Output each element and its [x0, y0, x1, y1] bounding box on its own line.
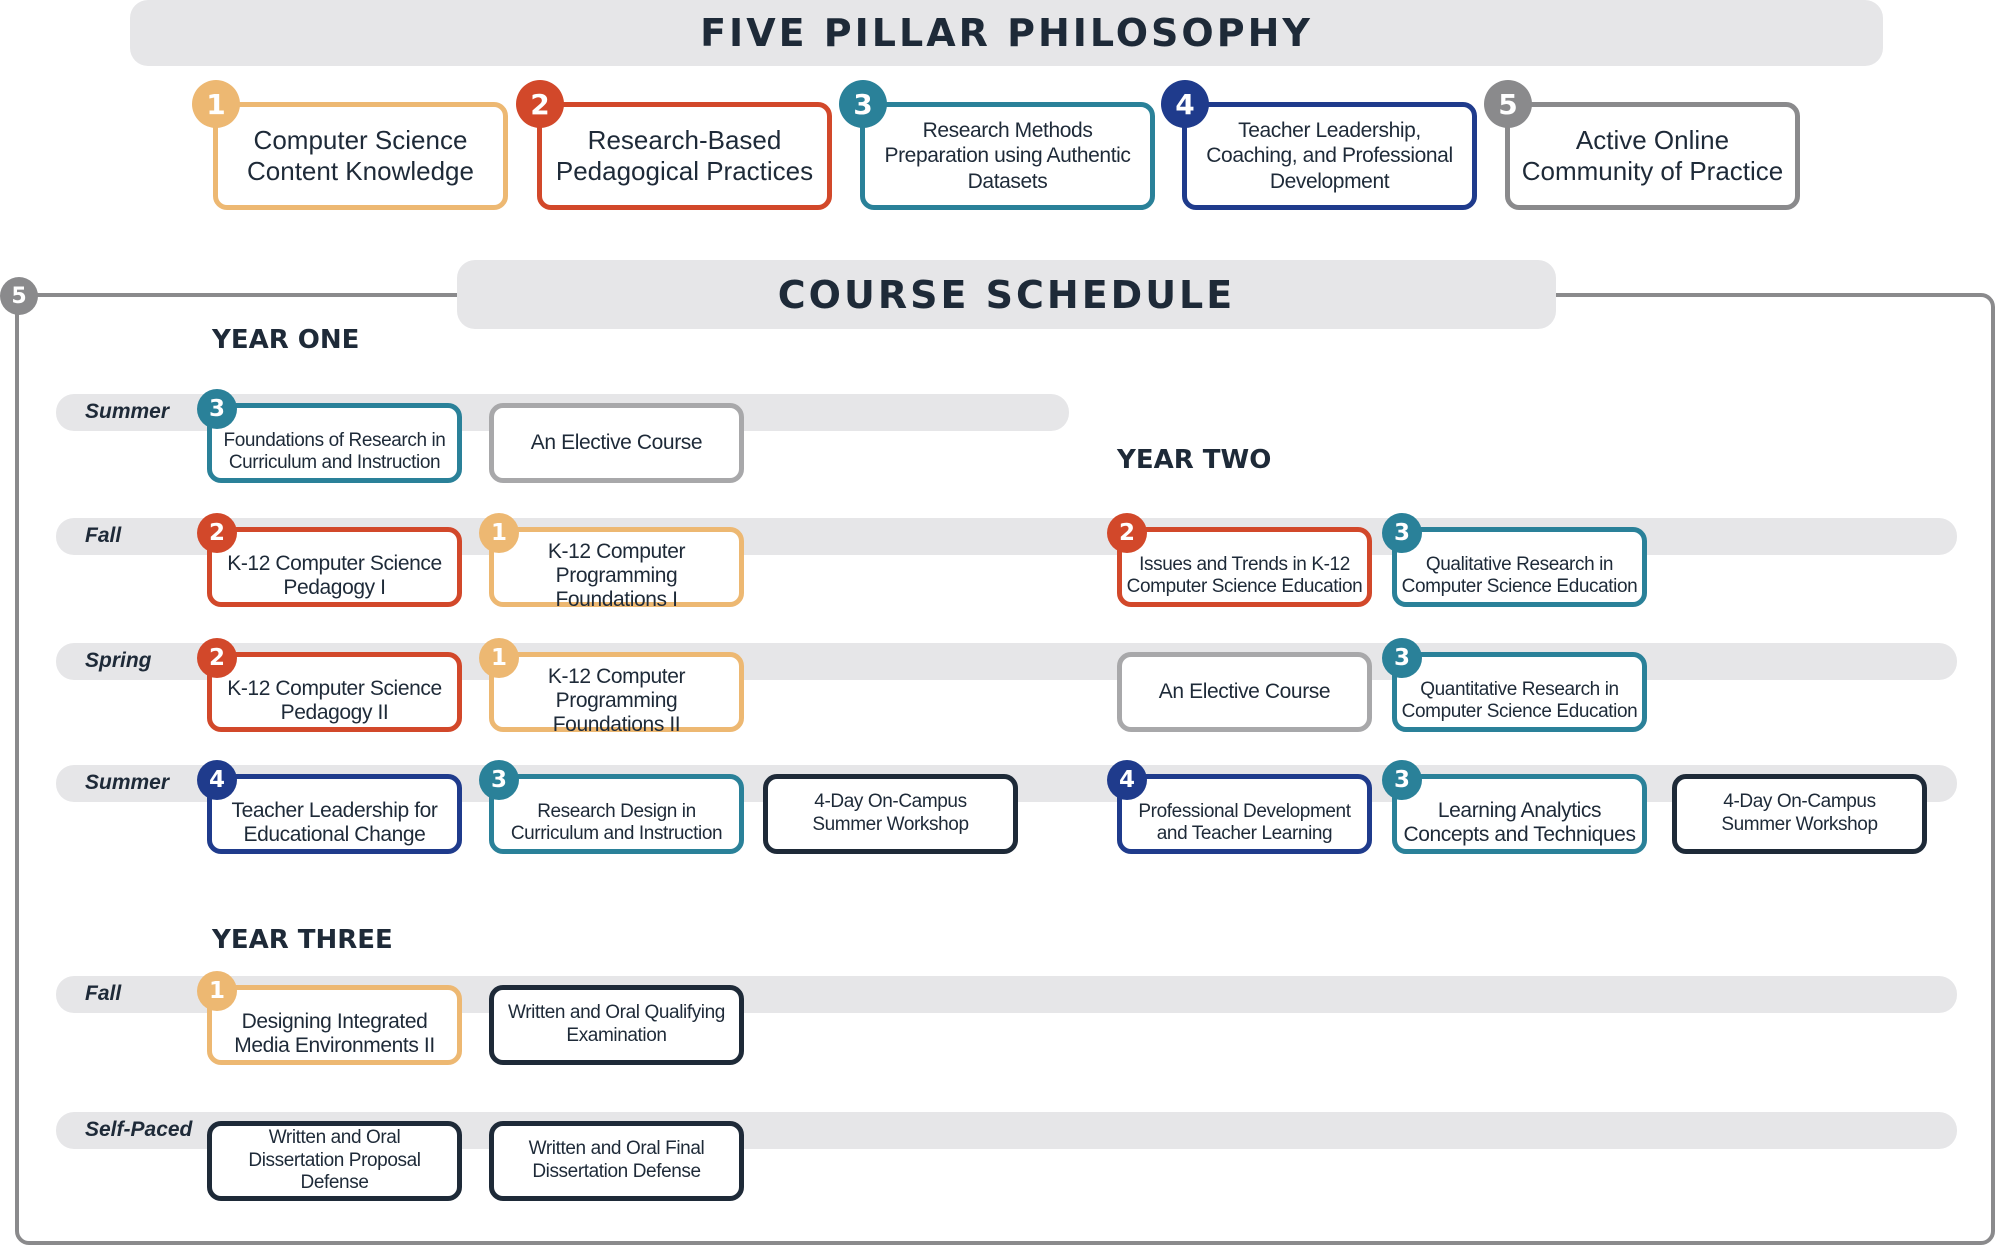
term-label: Fall	[85, 524, 122, 547]
course-pillar-badge: 3	[1382, 513, 1422, 553]
course-title: An Elective Course	[530, 431, 703, 455]
course-title: Quantitative Research in Computer Scienc…	[1401, 679, 1638, 722]
pillar-number-badge: 1	[192, 80, 240, 128]
course-title: Professional Development and Teacher Lea…	[1138, 801, 1351, 844]
course-title: Designing Integrated Media Environments …	[234, 1009, 435, 1057]
course-pillar-badge: 3	[479, 760, 519, 800]
term-label: Summer	[85, 771, 170, 794]
course-title: Issues and Trends in K-12 Computer Scien…	[1126, 554, 1363, 597]
pillar-box: Computer Science Content Knowledge	[213, 102, 508, 210]
course-box: Designing Integrated Media Environments …	[207, 985, 462, 1065]
course-box: K-12 Computer Programming Foundations I	[489, 527, 744, 611]
course-title: Foundations of Research in Curriculum an…	[223, 430, 446, 473]
pillar-label: Computer Science Content Knowledge	[247, 124, 474, 186]
pillar-title-bar: FIVE PILLAR PHILOSOPHY	[130, 0, 1883, 66]
pillar-number-badge: 2	[516, 80, 564, 128]
course-box: K-12 Computer Science Pedagogy II	[207, 652, 462, 732]
course-box: K-12 Computer Programming Foundations II	[489, 652, 744, 736]
pillar-box: Research Methods Preparation using Authe…	[860, 102, 1155, 210]
course-box: Teacher Leadership for Educational Chang…	[207, 774, 462, 854]
schedule-title-bar: COURSE SCHEDULE	[457, 260, 1556, 329]
course-title: Written and Oral Qualifying Examination	[508, 1002, 725, 1046]
course-title: K-12 Computer Programming Foundations I	[547, 539, 686, 612]
course-pillar-badge: 1	[479, 513, 519, 553]
course-title: K-12 Computer Science Pedagogy I	[227, 551, 442, 599]
course-pillar-badge: 2	[197, 513, 237, 553]
term-label: Summer	[85, 400, 170, 423]
course-box: Foundations of Research in Curriculum an…	[207, 403, 462, 483]
course-title: 4-Day On-Campus Summer Workshop	[812, 791, 969, 835]
course-box: An Elective Course	[489, 403, 744, 483]
course-title: Written and Oral Final Dissertation Defe…	[528, 1138, 705, 1182]
course-title: Teacher Leadership for Educational Chang…	[231, 798, 438, 846]
course-box: 4-Day On-Campus Summer Workshop	[1672, 774, 1927, 854]
course-pillar-badge: 4	[1107, 760, 1147, 800]
course-pillar-badge: 1	[479, 638, 519, 678]
course-pillar-badge: 2	[197, 638, 237, 678]
pillar-number-badge: 3	[839, 80, 887, 128]
course-pillar-badge: 3	[1382, 760, 1422, 800]
course-box: Research Design in Curriculum and Instru…	[489, 774, 744, 854]
pillar-label: Teacher Leadership, Coaching, and Profes…	[1206, 119, 1453, 193]
course-pillar-badge: 3	[1382, 638, 1422, 678]
pillar-number-badge: 4	[1161, 80, 1209, 128]
pillar-box: Research-Based Pedagogical Practices	[537, 102, 832, 210]
course-box: Learning Analytics Concepts and Techniqu…	[1392, 774, 1647, 854]
course-pillar-badge: 3	[197, 389, 237, 429]
year-heading: YEAR TWO	[1117, 445, 1272, 475]
course-title: K-12 Computer Programming Foundations II	[547, 664, 686, 737]
course-box: Written and Oral Dissertation Proposal D…	[207, 1121, 462, 1201]
year-heading: YEAR ONE	[212, 325, 360, 355]
pillar-box: Teacher Leadership, Coaching, and Profes…	[1182, 102, 1477, 210]
pillar-box: Active Online Community of Practice	[1505, 102, 1800, 210]
course-title: An Elective Course	[1158, 680, 1331, 704]
term-label: Fall	[85, 982, 122, 1005]
course-pillar-badge: 2	[1107, 513, 1147, 553]
course-box: Professional Development and Teacher Lea…	[1117, 774, 1372, 854]
course-title: Learning Analytics Concepts and Techniqu…	[1403, 798, 1636, 846]
term-label: Spring	[85, 649, 152, 672]
pillar-label: Research Methods Preparation using Authe…	[884, 119, 1131, 193]
course-box: Qualitative Research in Computer Science…	[1392, 527, 1647, 607]
term-label: Self-Paced	[85, 1118, 193, 1141]
pillar-label: Active Online Community of Practice	[1521, 124, 1784, 186]
course-box: Quantitative Research in Computer Scienc…	[1392, 652, 1647, 732]
course-box: An Elective Course	[1117, 652, 1372, 732]
schedule-pillar-badge: 5	[0, 277, 38, 315]
course-box: Issues and Trends in K-12 Computer Scien…	[1117, 527, 1372, 607]
pillar-label: Research-Based Pedagogical Practices	[555, 124, 814, 186]
course-pillar-badge: 1	[197, 971, 237, 1011]
course-title: Written and Oral Dissertation Proposal D…	[248, 1126, 421, 1194]
year-heading: YEAR THREE	[212, 925, 393, 955]
course-box: K-12 Computer Science Pedagogy I	[207, 527, 462, 607]
pillar-number-badge: 5	[1484, 80, 1532, 128]
course-box: 4-Day On-Campus Summer Workshop	[763, 774, 1018, 854]
course-pillar-badge: 4	[197, 760, 237, 800]
course-box: Written and Oral Final Dissertation Defe…	[489, 1121, 744, 1201]
course-box: Written and Oral Qualifying Examination	[489, 985, 744, 1065]
course-title: K-12 Computer Science Pedagogy II	[227, 676, 442, 724]
course-title: 4-Day On-Campus Summer Workshop	[1721, 791, 1878, 835]
course-title: Qualitative Research in Computer Science…	[1401, 554, 1638, 597]
course-title: Research Design in Curriculum and Instru…	[510, 801, 723, 844]
